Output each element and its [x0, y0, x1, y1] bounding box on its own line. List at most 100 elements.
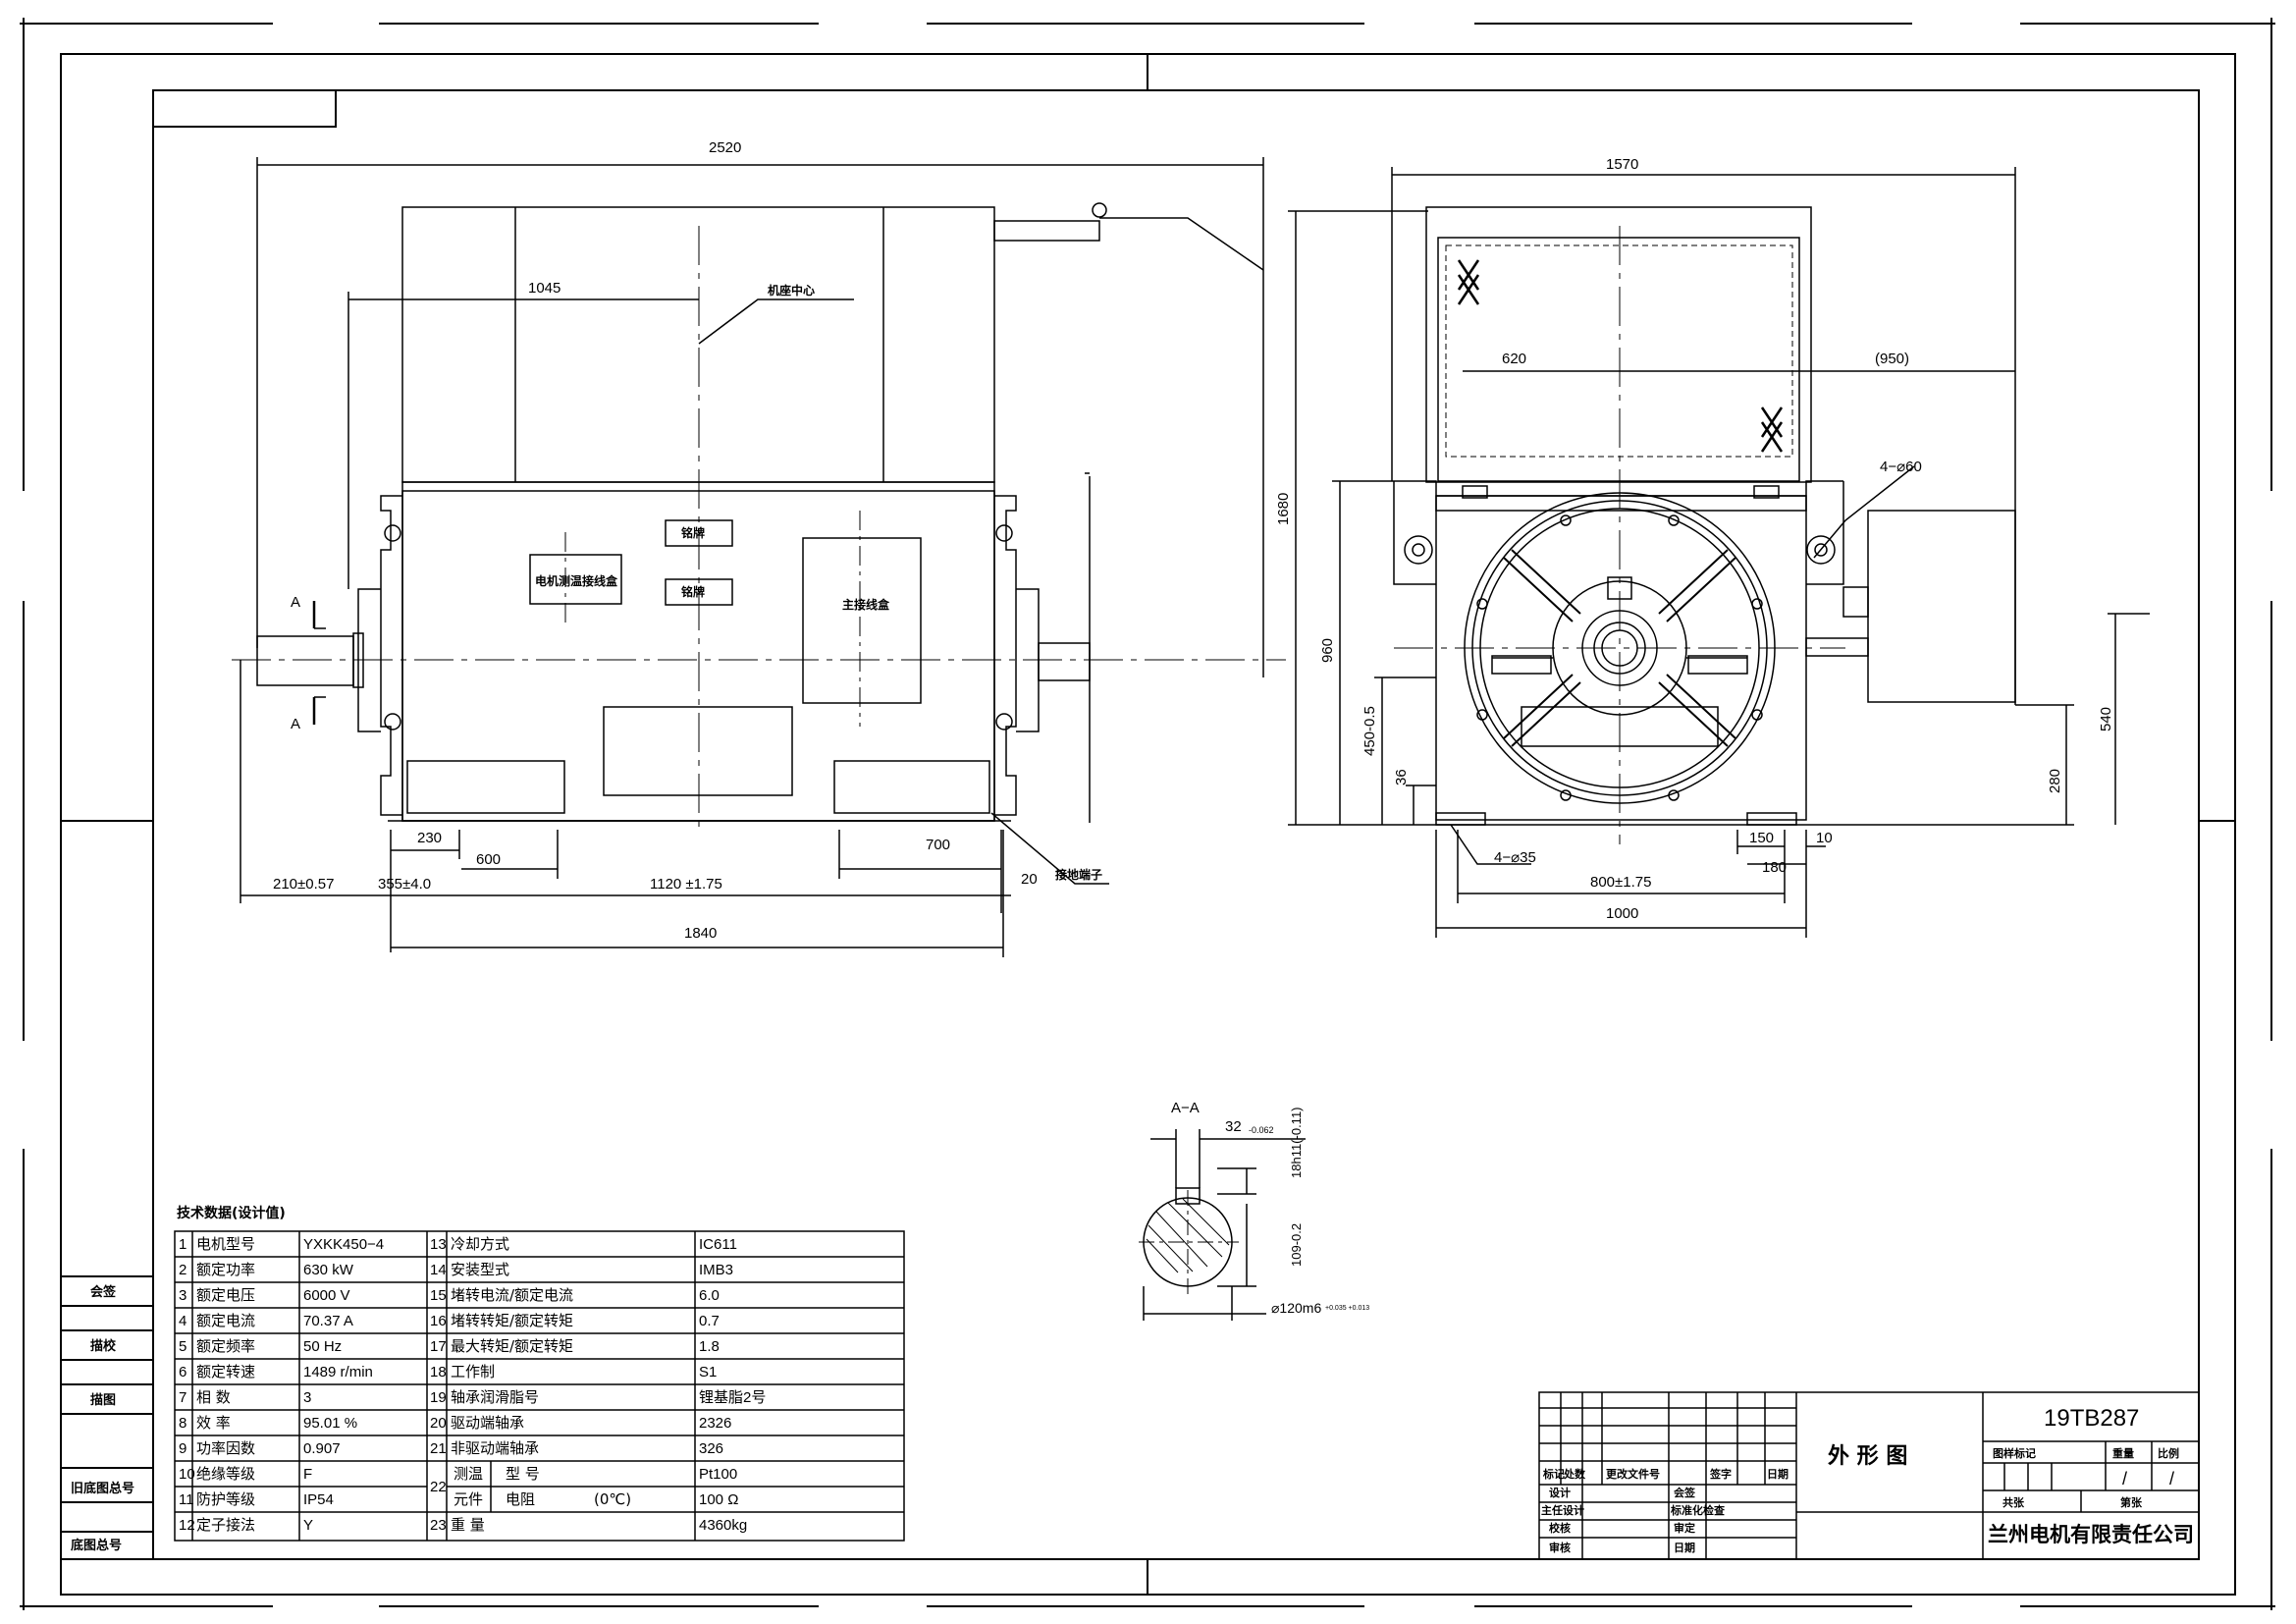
dim-key-width-tol: -0.062	[1249, 1125, 1274, 1135]
tb-r1-file: 更改文件号	[1606, 1467, 1660, 1481]
tech-left-value: 1489 r/min	[303, 1364, 373, 1380]
section-title: A−A	[1171, 1100, 1200, 1116]
tech-right-no: 18	[430, 1364, 447, 1380]
tech-left-no: 1	[179, 1236, 187, 1253]
section-a-top: A	[291, 594, 300, 611]
tb-r4-approve: 审定	[1674, 1521, 1695, 1535]
tb-right-mark: 图样标记	[1993, 1446, 2036, 1460]
tech-left-value: 3	[303, 1389, 311, 1406]
tb-r3-main: 主任设计	[1541, 1503, 1584, 1517]
tb-r4-check: 校核	[1549, 1521, 1571, 1535]
tech-left-no: 11	[179, 1491, 194, 1508]
tech-left-value: YXKK450−4	[303, 1236, 384, 1253]
tech-right-value: 6.0	[699, 1287, 720, 1304]
dim-960: 960	[1319, 638, 1336, 663]
dim-hole-60: 4−⌀60	[1880, 459, 1922, 475]
tech-left-no: 9	[179, 1440, 187, 1457]
label-frame-center: 机座中心	[768, 283, 815, 298]
tech-g22-bot: 元件	[454, 1490, 483, 1508]
tech-left-value: IP54	[303, 1491, 334, 1508]
tb-r2-design: 设计	[1549, 1486, 1571, 1499]
tech-table-title: 技术数据(设计值)	[177, 1205, 286, 1221]
tech-right-no: 15	[430, 1287, 447, 1304]
dim-950: (950)	[1875, 351, 1909, 367]
title-block	[1538, 1391, 2200, 1560]
tech-left-value: 70.37 A	[303, 1313, 353, 1329]
tech-left-value: 95.01 %	[303, 1415, 357, 1432]
strip-label-miaojiao: 描校	[90, 1338, 117, 1353]
tech-left-name: 效 率	[196, 1414, 231, 1432]
tech-left-no: 3	[179, 1287, 187, 1304]
dim-shaft-depth: 109-0.2	[1289, 1223, 1304, 1267]
tech-left-name: 功率因数	[196, 1439, 255, 1457]
dim-1570: 1570	[1606, 156, 1638, 173]
tb-total-sheets: 共张	[2002, 1495, 2025, 1509]
tech-left-name: 额定转速	[196, 1363, 255, 1380]
tech-right-name: 安装型式	[451, 1261, 509, 1278]
tech-right-name: 轴承润滑脂号	[451, 1388, 539, 1406]
tech-right-value: IC611	[699, 1236, 737, 1253]
tech-g22-res-unit: (0℃)	[594, 1490, 631, 1508]
tech-left-name: 绝缘等级	[196, 1465, 255, 1483]
tech-right-no: 23	[430, 1517, 447, 1534]
dim-1045: 1045	[528, 280, 561, 297]
tb-r1-mark: 标记	[1542, 1467, 1565, 1481]
label-nameplate-2: 铭牌	[681, 584, 705, 599]
tech-group22-no: 22	[430, 1479, 447, 1495]
dim-150: 150	[1749, 830, 1774, 846]
strip-label-miaotu: 描图	[90, 1392, 116, 1407]
scale-mark-1: /	[2122, 1469, 2127, 1489]
tb-r5-review: 审核	[1549, 1541, 1571, 1554]
strip-label-huiqian: 会签	[90, 1284, 117, 1299]
dim-hole-35: 4−⌀35	[1494, 849, 1536, 866]
tech-left-value: 630 kW	[303, 1262, 354, 1278]
tech-left-name: 电机型号	[196, 1235, 255, 1253]
tech-table	[174, 1230, 905, 1542]
tech-right-name: 堵转电流/额定电流	[451, 1286, 573, 1304]
strip-label-old-total: 旧底图总号	[71, 1481, 134, 1495]
label-temp-box: 电机测温接线盒	[535, 573, 618, 588]
tech-left-name: 额定频率	[196, 1337, 255, 1355]
side-view	[1288, 167, 2150, 938]
dim-800: 800±1.75	[1590, 874, 1651, 891]
tech-g22-res: 电阻	[506, 1490, 535, 1508]
dim-355: 355±4.0	[378, 876, 431, 893]
tb-sheet-no: 第张	[2120, 1495, 2143, 1509]
tech-right-no: 21	[430, 1440, 447, 1457]
tech-left-no: 7	[179, 1389, 187, 1406]
tb-r1-sign: 签字	[1709, 1467, 1732, 1481]
tech-right-value: 2326	[699, 1415, 731, 1432]
tech-right-no: 20	[430, 1415, 447, 1432]
tech-right-value: S1	[699, 1364, 717, 1380]
tech-left-no: 5	[179, 1338, 187, 1355]
tech-right-value: IMB3	[699, 1262, 733, 1278]
dim-shaft-tol: +0.035 +0.013	[1325, 1305, 1369, 1312]
tech-right-no: 17	[430, 1338, 447, 1355]
tech-left-name: 额定电压	[196, 1286, 255, 1304]
dim-620: 620	[1502, 351, 1526, 367]
tb-r3-std: 标准化检查	[1670, 1503, 1725, 1517]
tech-left-value: 50 Hz	[303, 1338, 342, 1355]
tech-left-name: 防护等级	[196, 1490, 255, 1508]
tech-left-no: 12	[179, 1517, 195, 1534]
tech-right-value: 4360kg	[699, 1517, 747, 1534]
tech-left-value: 0.907	[303, 1440, 341, 1457]
dim-1120: 1120 ±1.75	[650, 876, 722, 893]
tech-right-value: 1.8	[699, 1338, 720, 1355]
drawing-number: 19TB287	[2044, 1405, 2139, 1432]
dim-key-width: 32	[1225, 1118, 1242, 1135]
dim-1000: 1000	[1606, 905, 1638, 922]
tb-right-scale: 比例	[2158, 1446, 2179, 1460]
dim-180: 180	[1762, 859, 1787, 876]
tech-right-value: Pt100	[699, 1466, 737, 1483]
dim-10: 10	[1816, 830, 1833, 846]
tech-left-name: 相 数	[196, 1388, 231, 1406]
tech-right-name: 驱动端轴承	[451, 1414, 524, 1432]
tech-left-value: Y	[303, 1517, 313, 1534]
tb-r1-count: 处数	[1563, 1467, 1586, 1481]
dim-210: 210±0.57	[273, 876, 334, 893]
dim-600: 600	[476, 851, 501, 868]
drawing-name: 外 形 图	[1828, 1443, 1907, 1469]
tech-right-name: 堵转转矩/额定转矩	[451, 1312, 573, 1329]
